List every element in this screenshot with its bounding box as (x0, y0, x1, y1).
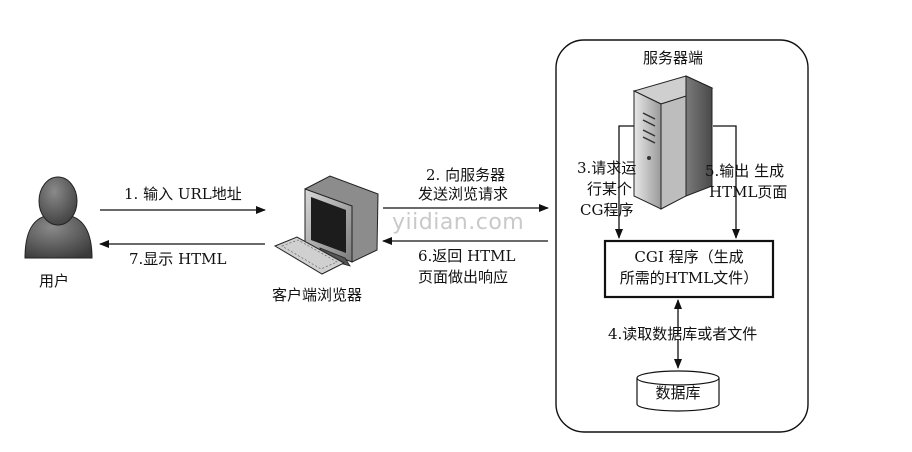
arrow-step3 (615, 125, 634, 239)
step6-label-line2: 页面做出响应 (418, 268, 509, 286)
step5-label-line2: HTML页面 (709, 183, 788, 201)
step4-label: 4.读取数据库或者文件 (608, 325, 758, 343)
database-icon (636, 370, 720, 412)
step5-label-line1: 5.输出 生成 (705, 162, 785, 180)
server-region (555, 39, 809, 433)
step3-label-line2: 行某个 (587, 180, 633, 198)
cgi-box-line2: 所需的HTML文件） (619, 269, 759, 287)
step3-label-line1: 3.请求运 (577, 159, 637, 177)
client-computer-icon (273, 175, 379, 275)
step2-label-line2: 发送浏览请求 (418, 185, 509, 203)
step3-label-line3: CG程序 (580, 201, 634, 219)
server-title: 服务器端 (643, 49, 704, 67)
database-label: 数据库 (655, 384, 701, 402)
user-label: 用户 (39, 272, 70, 290)
watermark: yiidian.com (392, 210, 525, 235)
user-icon (24, 176, 93, 259)
client-label: 客户端浏览器 (272, 286, 363, 304)
server-tower-icon (632, 75, 714, 210)
step2-label-line1: 2. 向服务器 (426, 166, 506, 184)
cgi-box (603, 239, 775, 299)
step7-label: 7.显示 HTML (129, 250, 227, 268)
arrow-step5 (713, 125, 740, 239)
step6-label-line1: 6.返回 HTML (418, 247, 516, 265)
step1-label: 1. 输入 URL地址 (124, 185, 242, 203)
cgi-box-line1: CGI 程序（生成 (634, 248, 744, 266)
